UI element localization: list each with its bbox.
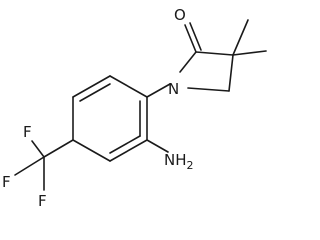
chemical-structure: O N NH2 F F F bbox=[2, 6, 267, 210]
bond-ring-n-c1 bbox=[146, 83, 171, 98]
bond-c-f-top bbox=[31, 140, 45, 158]
fluorine-top-label: F bbox=[23, 123, 32, 141]
amine-nh-text: NH bbox=[164, 151, 187, 169]
trifluoromethyl-group bbox=[14, 140, 45, 191]
bond-carbonyl-quaternary bbox=[195, 51, 234, 56]
fluorine-left-label: F bbox=[2, 173, 11, 191]
amine-subscript-text: 2 bbox=[187, 159, 194, 172]
fluorine-bottom-label: F bbox=[38, 192, 47, 210]
azetidinone-ring bbox=[179, 19, 267, 92]
bond-ring-5 bbox=[109, 139, 148, 162]
bond-ring-inner-2 bbox=[109, 135, 141, 154]
bond-ring-2 bbox=[72, 75, 111, 98]
bond-ring-4 bbox=[72, 139, 111, 162]
bond-n-carbonyl bbox=[179, 51, 197, 73]
bond-ring-inner-1 bbox=[79, 83, 111, 102]
bond-carbonyl-double-2 bbox=[189, 22, 202, 51]
oxygen-label: O bbox=[174, 6, 186, 24]
bond-ring-amine bbox=[146, 139, 169, 153]
nitrogen-label: N bbox=[168, 80, 179, 98]
bond-ch2-n bbox=[187, 87, 230, 92]
bond-c-f-left bbox=[14, 156, 45, 176]
bond-carbonyl-double-1 bbox=[184, 24, 197, 53]
amine-label: NH2 bbox=[164, 151, 194, 172]
bond-ring-cf3 bbox=[43, 139, 74, 158]
bond-quaternary-ch2 bbox=[228, 54, 234, 92]
bond-ring-1 bbox=[109, 75, 148, 98]
benzene-ring bbox=[43, 75, 171, 162]
bond-methyl-right bbox=[232, 50, 267, 56]
bond-methyl-up bbox=[232, 19, 249, 56]
